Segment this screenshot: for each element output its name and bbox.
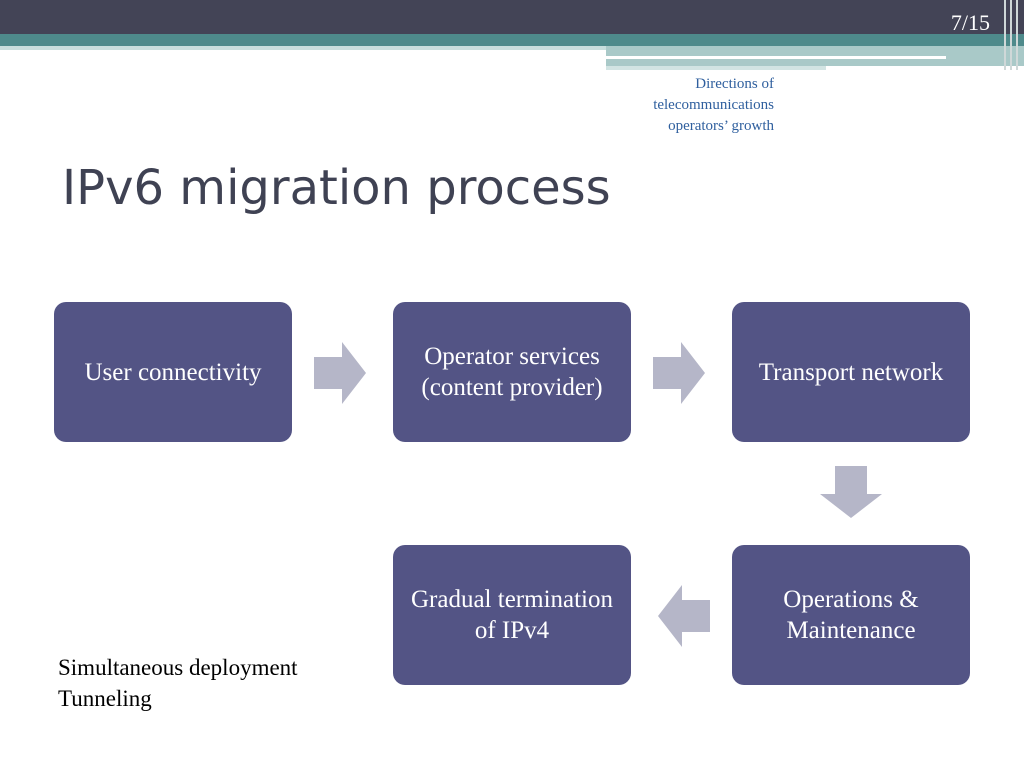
arrow-right-icon [314,342,366,404]
header-bar [0,0,1024,34]
note-line: Tunneling [58,686,152,711]
subtitle-line: Directions of [695,76,774,92]
header-stripe [1010,0,1012,70]
process-box-operations-maintenance: Operations & Maintenance [732,545,970,685]
notes-text: Simultaneous deployment Tunneling [58,652,298,714]
slide-subtitle: Directions of telecommunications operato… [653,74,774,137]
slide-title: IPv6 migration process [62,160,611,216]
subtitle-line: telecommunications [653,97,774,113]
header-accent-line [0,46,606,50]
note-line: Simultaneous deployment [58,655,298,680]
header-stripe [1004,0,1006,70]
process-box-operator-services: Operator services (content provider) [393,302,631,442]
header-accent-underline [606,66,826,70]
arrow-left-icon [658,585,710,647]
header-accent-divider [606,56,946,59]
process-box-user-connectivity: User connectivity [54,302,292,442]
process-box-ipv4-termination: Gradual termination of IPv4 [393,545,631,685]
process-box-transport-network: Transport network [732,302,970,442]
subtitle-line: operators’ growth [668,118,774,134]
arrow-right-icon [653,342,705,404]
header-accent-band [0,34,1024,46]
slide-number: 7/15 [950,10,990,35]
header-stripe [1016,0,1018,70]
arrow-down-icon [820,466,882,518]
